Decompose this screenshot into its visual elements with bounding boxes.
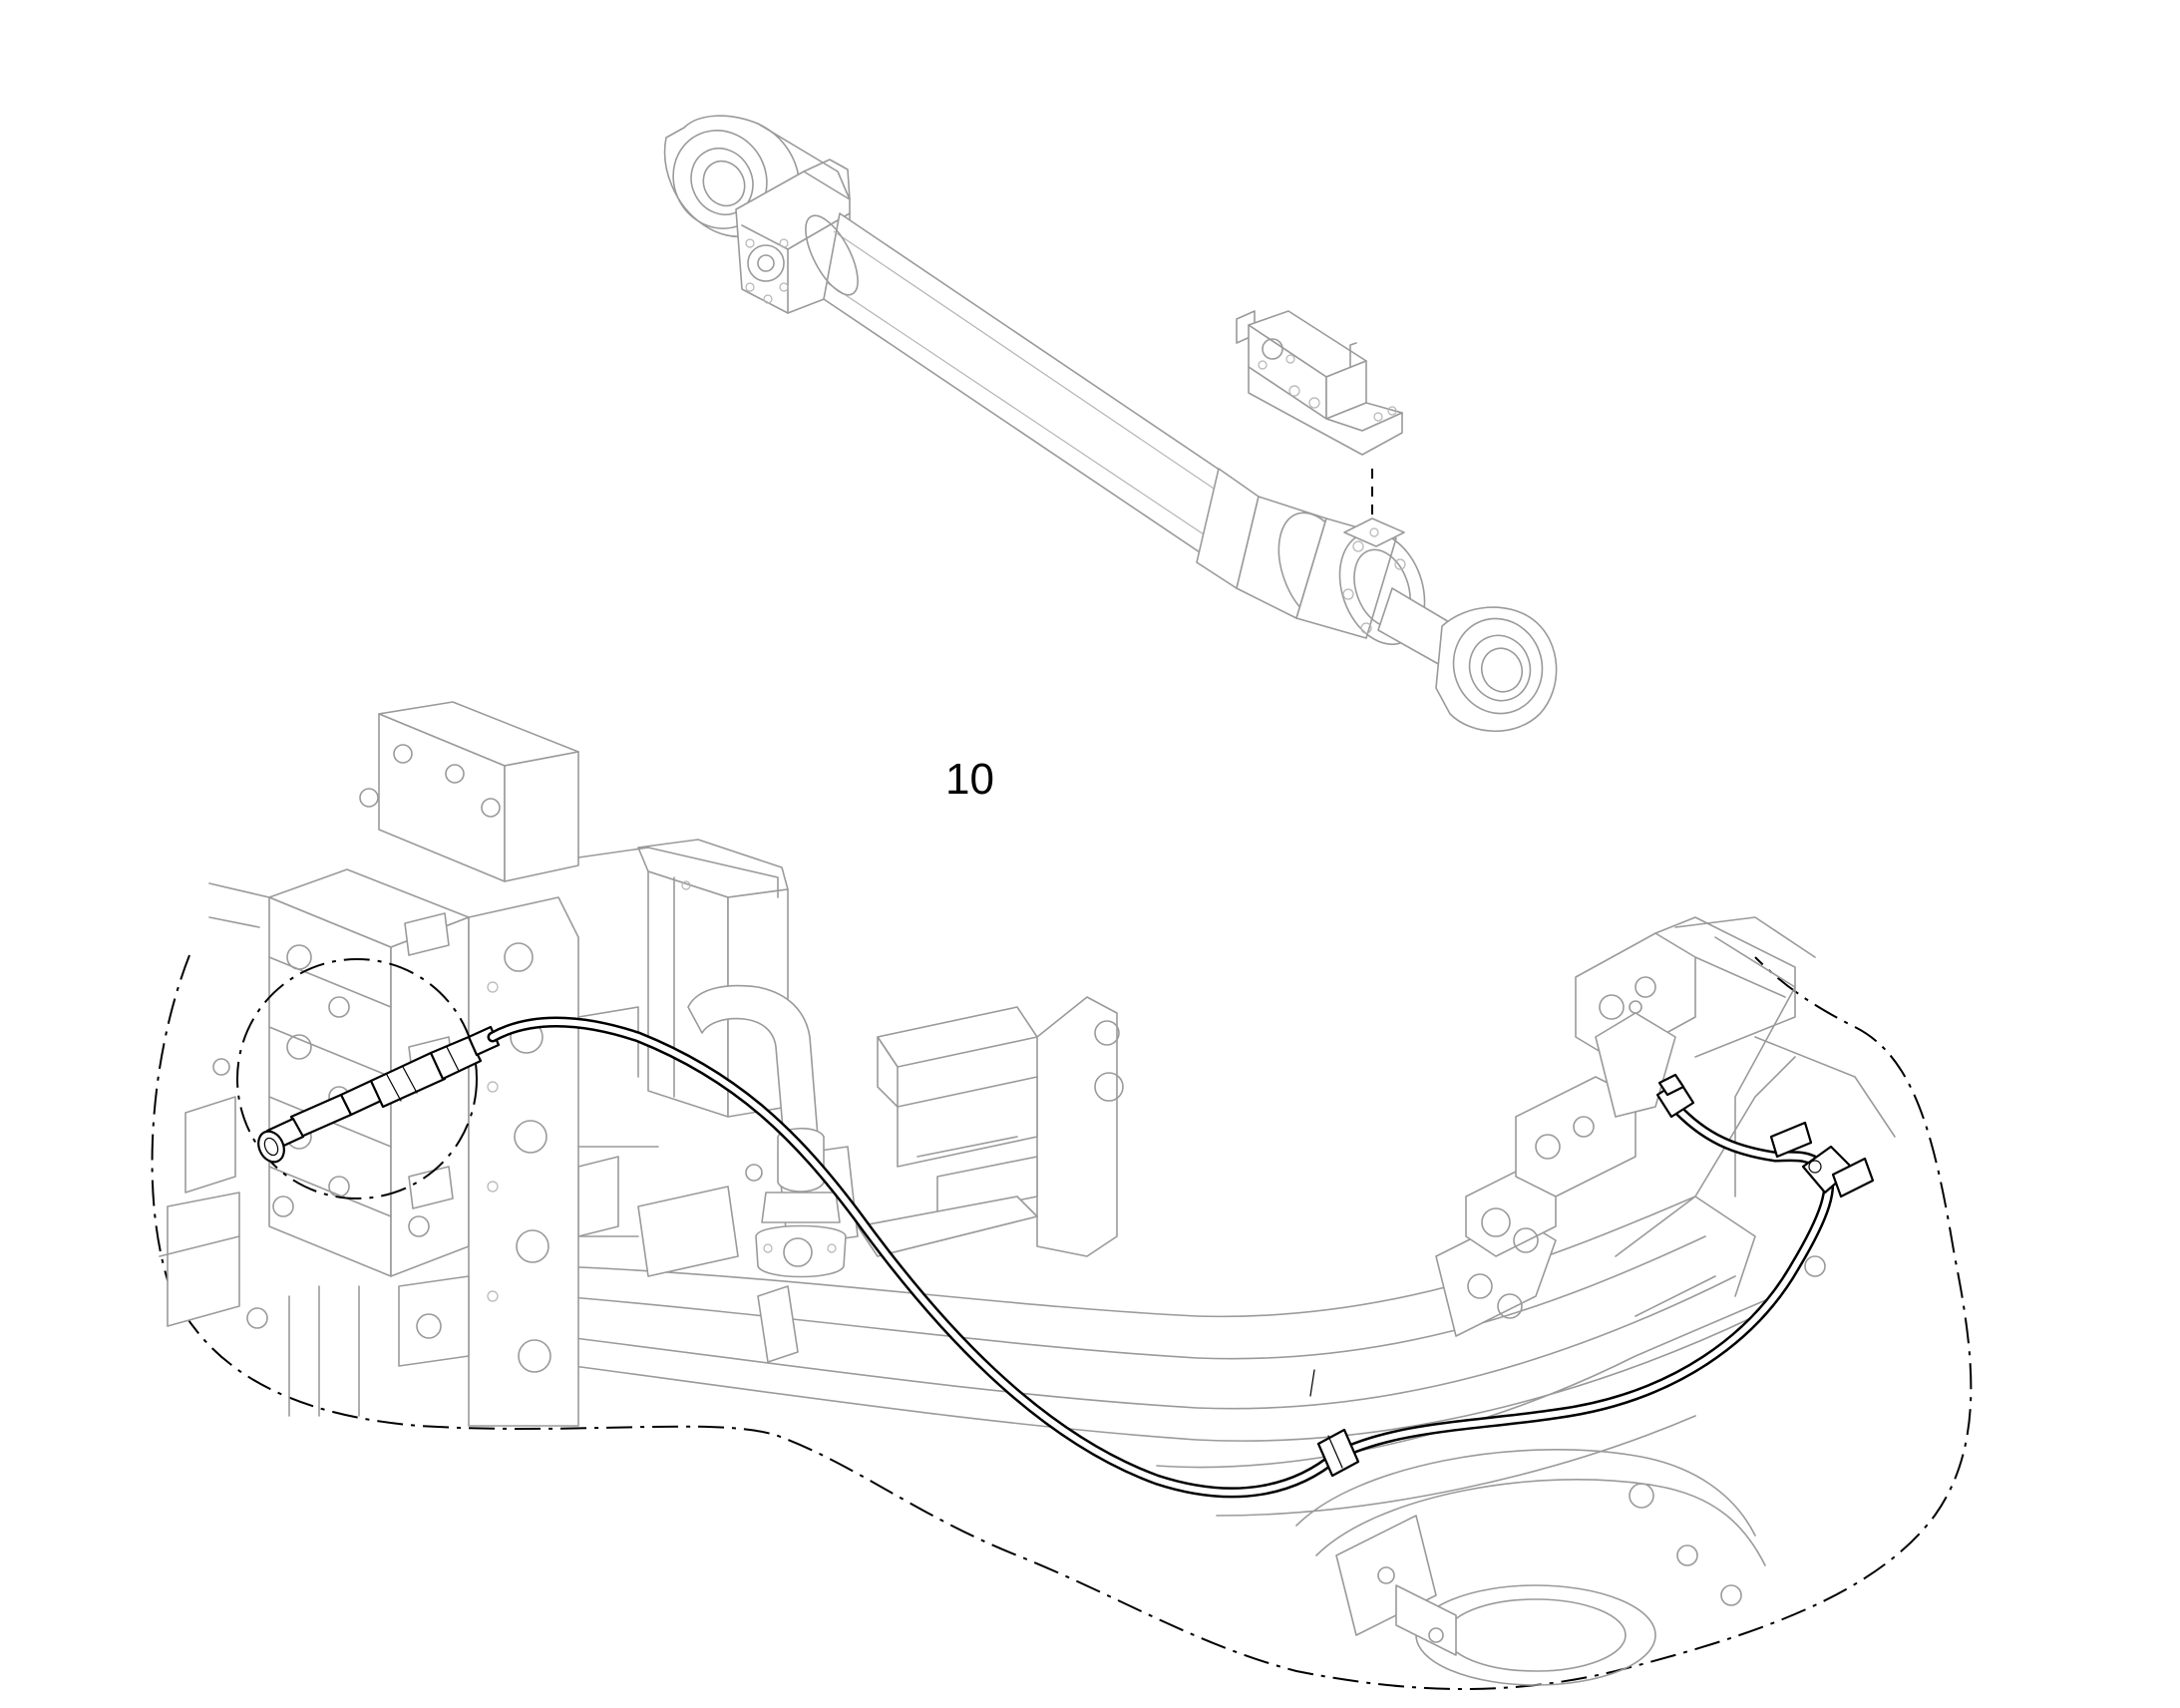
highlighted-fitting [257,1025,501,1164]
hydraulic-cylinder [663,115,1558,732]
detail-highlight-circle [236,958,478,1199]
hose-clamp-middle [1316,1428,1360,1478]
elbow-pipe [687,984,847,1278]
frame-plate [577,847,779,1237]
callout-label: 10 [945,755,994,804]
right-valve-assembly [1435,916,1896,1337]
frame-rails [557,1196,1776,1517]
cylinder-barrel [805,212,1228,559]
valve-block [1236,310,1403,456]
cylinder-head-block [735,159,851,314]
hose-tee-fitting [1769,1121,1875,1198]
cylinder-gland [1196,468,1426,645]
cylinder-lower-eye [1435,606,1558,732]
main-control-valve [159,701,579,1427]
center-bracket [577,839,1124,1363]
detail-boundary [151,954,1973,1690]
hose-end-fitting [1655,1073,1695,1119]
turntable [1295,1449,1766,1686]
small-marker [1309,1369,1315,1397]
chassis-assembly [151,701,1973,1690]
